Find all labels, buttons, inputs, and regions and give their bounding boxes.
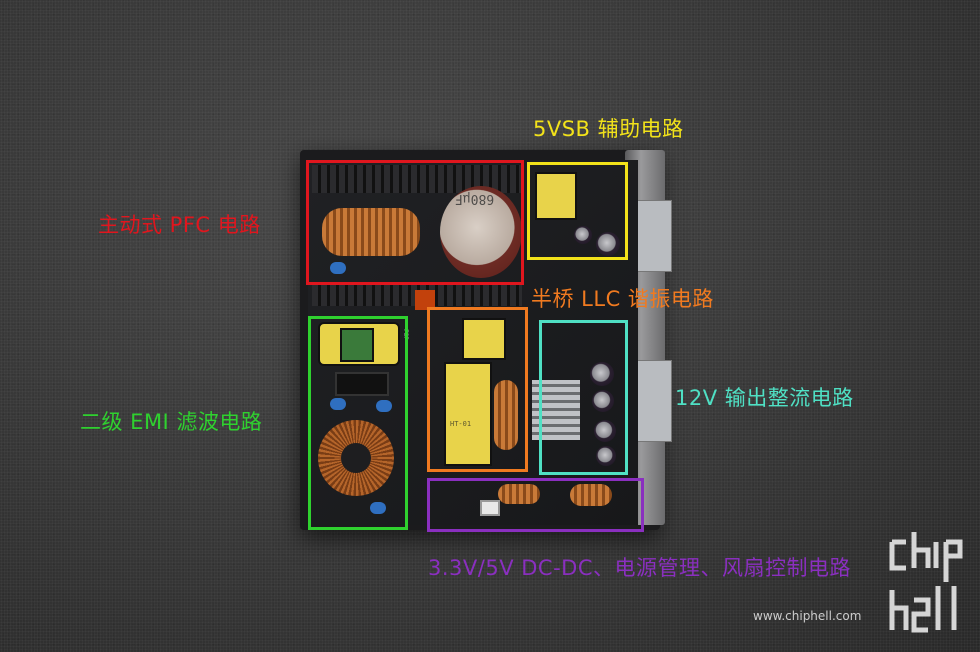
- output-capacitor: [590, 362, 614, 386]
- dcdc-highlight-box: [427, 478, 644, 532]
- standby-capacitor: [574, 226, 592, 244]
- pfc-inductor: [322, 208, 420, 256]
- blue-capacitor: [330, 398, 346, 410]
- vsb-highlight-box: [527, 162, 628, 260]
- bridge-rectifier: [335, 372, 389, 396]
- blue-capacitor: [370, 502, 386, 514]
- dcdc-inductor: [498, 484, 540, 504]
- output-capacitor: [596, 446, 616, 466]
- output-capacitor: [592, 390, 614, 412]
- standby-transformer: [535, 172, 577, 220]
- llc-main-transformer: [444, 362, 492, 466]
- watermark-url: www.chiphell.com: [753, 609, 862, 623]
- output-capacitor: [594, 420, 616, 442]
- blue-capacitor: [376, 400, 392, 412]
- dcdc-inductor: [570, 484, 612, 506]
- llc-highlight-box: [427, 307, 528, 472]
- rect12v-label: 12V 输出整流电路: [675, 386, 854, 410]
- emi-highlight-box: [308, 316, 408, 530]
- emi-toroid-choke: [318, 420, 394, 496]
- standby-capacitor: [596, 232, 620, 256]
- transformer-marking: HT-01: [450, 420, 472, 428]
- emi-label: 二级 EMI 滤波电路: [80, 410, 263, 434]
- pfc-bulk-capacitor: [440, 186, 522, 278]
- fan-connector: [480, 500, 500, 516]
- llc-resonant-inductor: [462, 318, 506, 360]
- dcdc-label: 3.3V/5V DC-DC、电源管理、风扇控制电路: [428, 556, 851, 580]
- emi-common-mode-choke: [340, 328, 374, 362]
- vsb-label: 5VSB 辅助电路: [533, 117, 684, 141]
- chiphell-logo: [888, 528, 970, 640]
- llc-coil: [494, 380, 518, 450]
- pfc-highlight-box: [306, 160, 524, 285]
- llc-label: 半桥 LLC 谐振电路: [531, 287, 714, 311]
- blue-capacitor: [330, 262, 346, 274]
- pfc-label: 主动式 PFC 电路: [98, 213, 261, 237]
- rect12v-highlight-box: [539, 320, 628, 475]
- orange-tape: [415, 290, 435, 310]
